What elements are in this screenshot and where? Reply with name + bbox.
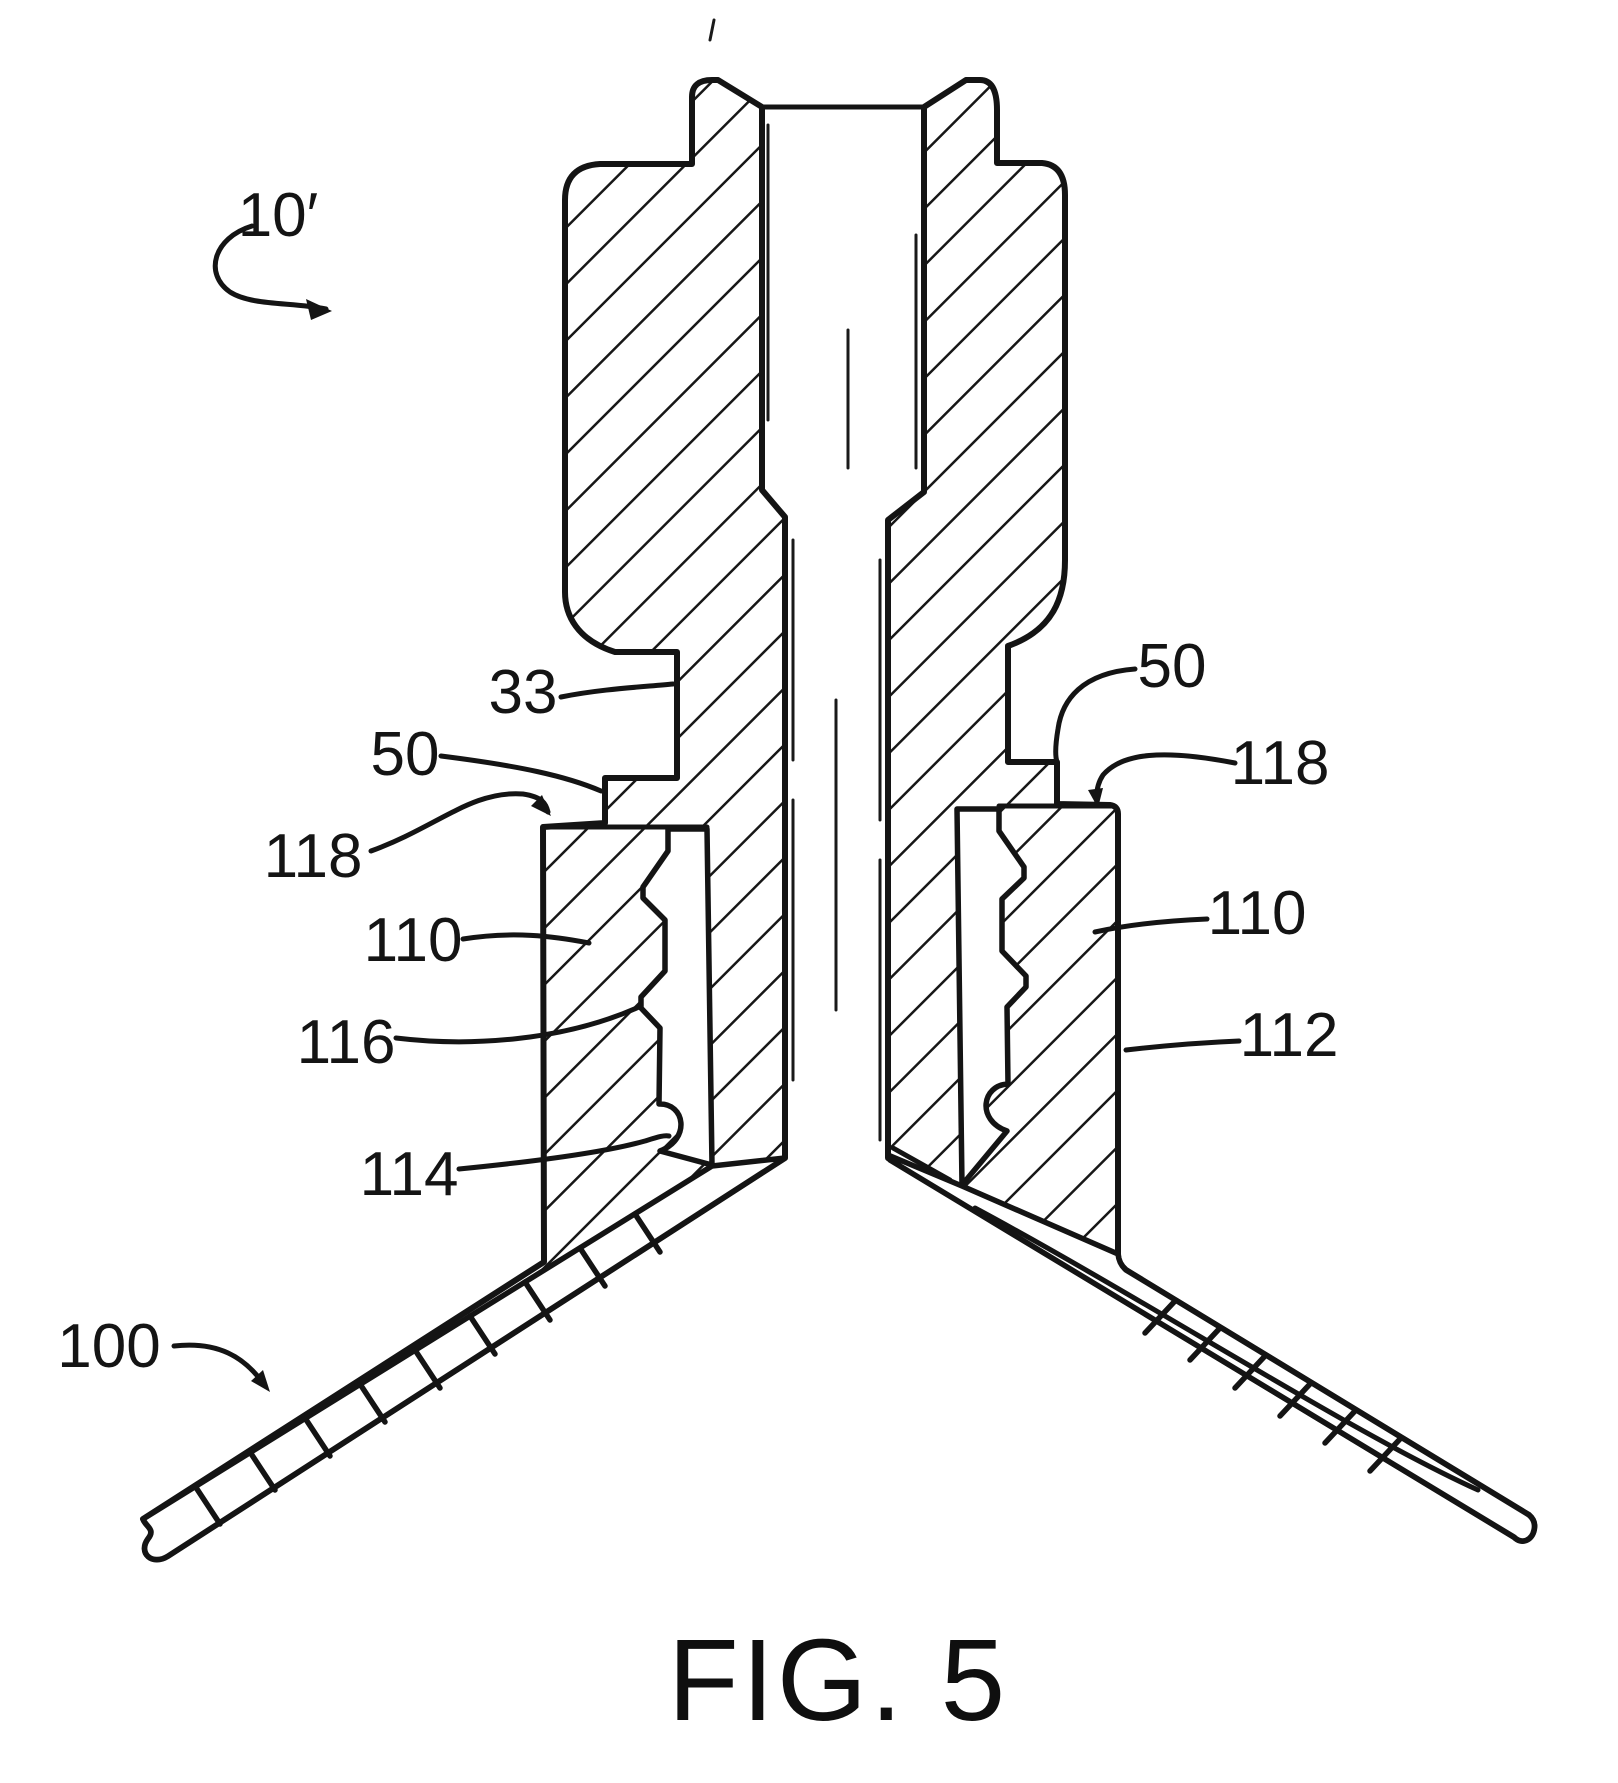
leader-116 [393, 1004, 642, 1045]
ref-label-33: 33 [489, 658, 558, 727]
leader-50-right [1053, 666, 1138, 765]
left-groove-gap [638, 826, 715, 1168]
leader-10-arrowhead [306, 299, 332, 320]
right-leg-foot-line [890, 1145, 953, 1183]
leader-10 [212, 223, 329, 312]
ref-label-110-left: 110 [364, 906, 463, 975]
leader-118-left [368, 791, 551, 854]
leader-110-left [460, 932, 592, 946]
right-groove-gap [954, 806, 1029, 1188]
leader-50-left [438, 753, 604, 794]
leader-118-right-arrowhead [1088, 788, 1103, 808]
tube-right-arm-details [890, 1145, 1481, 1493]
ref-label-118-right: 118 [1231, 729, 1330, 798]
ref-label-114: 114 [360, 1140, 459, 1209]
leader-118-right [1094, 752, 1238, 806]
ref-label-50-right: 50 [1138, 632, 1207, 701]
tube-right-arm-middle-line [972, 1205, 1481, 1493]
stray-scan-mark [708, 18, 716, 42]
ref-label-110-right: 110 [1208, 879, 1307, 948]
internal-details [540, 104, 1114, 1142]
leader-112 [1123, 1038, 1242, 1053]
leader-lines [171, 223, 1242, 1392]
ref-label-118-left: 118 [264, 822, 363, 891]
figure-caption: FIG. 5 [668, 1615, 1008, 1745]
ref-label-116: 116 [297, 1008, 396, 1077]
leader-118-left-arrowhead [531, 795, 551, 816]
ref-label-100: 100 [57, 1312, 160, 1381]
leader-100-arrowhead [251, 1370, 270, 1392]
leader-114 [456, 1133, 672, 1172]
ref-label-112: 112 [1240, 1001, 1339, 1070]
tube-left-arm [140, 1155, 788, 1563]
reference-numerals: 10′ 33 50 118 110 116 114 100 50 118 110… [57, 181, 1338, 1381]
leader-110-right [1092, 916, 1210, 935]
tube-left-arm-rungs [192, 1211, 663, 1527]
leader-100 [171, 1342, 266, 1386]
ref-label-10: 10′ [238, 181, 319, 250]
leader-33 [558, 681, 676, 700]
ref-label-50-left: 50 [371, 720, 440, 789]
